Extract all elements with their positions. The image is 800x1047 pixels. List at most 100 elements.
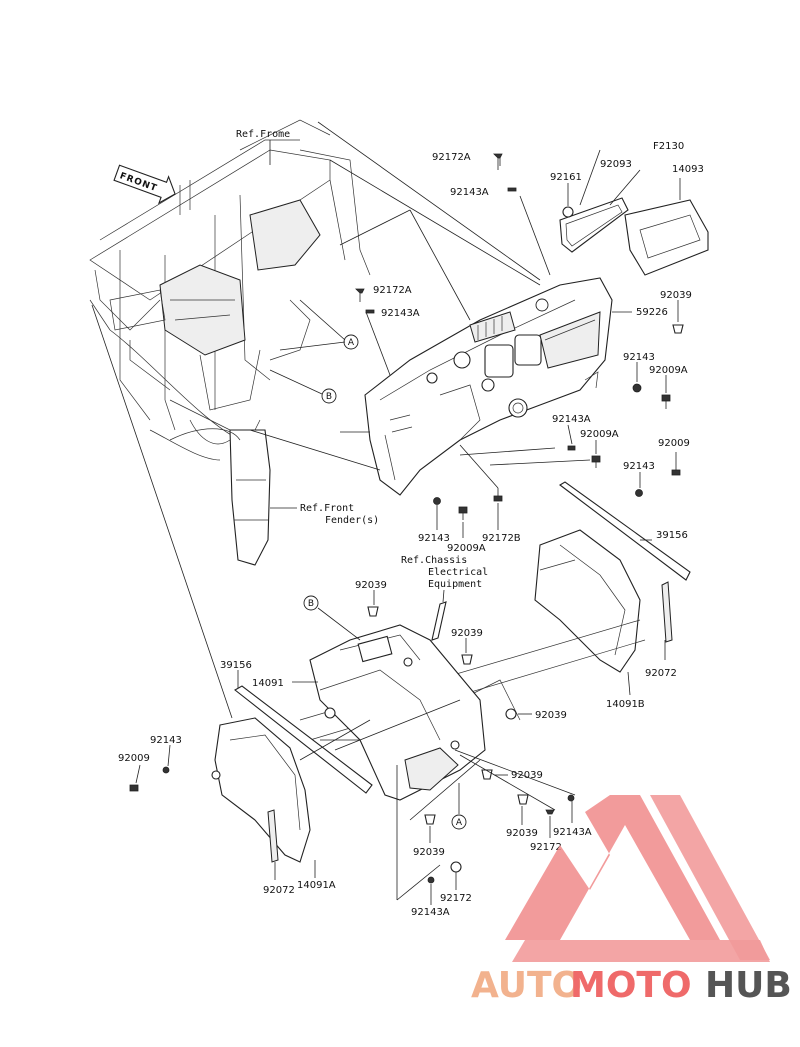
fastener-92172-b (545, 809, 555, 815)
front-fender-illustration (169, 428, 271, 566)
label-59226: 59226 (636, 307, 668, 318)
label-92143-right2: 92143 (623, 461, 655, 472)
bolt-92009-ll (129, 784, 139, 792)
ref-frame-label: Ref.Frome (236, 129, 290, 140)
label-92172-bb: 92172 (440, 893, 472, 904)
label-92039-mid: 92039 (451, 628, 483, 639)
label-92143A-b: 92143A (553, 827, 592, 838)
washer-92143A-mid (365, 309, 375, 314)
label-92009A-center: 92009A (580, 429, 619, 440)
trim-strip-39156-right (559, 481, 691, 581)
washer-92143A-top (507, 187, 517, 192)
glove-box-lid (624, 199, 709, 276)
glove-box-gasket (559, 197, 629, 253)
svg-text:B: B (308, 599, 314, 609)
label-14091B: 14091B (606, 699, 645, 710)
washer-92143-right2 (635, 489, 643, 497)
bracket-92072-right (661, 581, 673, 643)
washer-92143A-b (567, 794, 575, 802)
frame-illustration (89, 119, 371, 461)
label-92143-ll: 92143 (150, 735, 182, 746)
fastener-92172-bb (450, 861, 462, 873)
label-92039-top: 92039 (355, 580, 387, 591)
callout-b-upper (321, 388, 337, 404)
label-14093: 14093 (672, 164, 704, 175)
svg-text:B: B (326, 392, 332, 402)
side-panel-14091B (534, 529, 641, 673)
label-92009A-right: 92009A (649, 365, 688, 376)
bolt-92009A-left (458, 506, 468, 520)
watermark-auto: AUTO (471, 965, 582, 1006)
ref-fender-label-2: Fender(s) (325, 515, 379, 526)
center-panel-14091 (309, 624, 486, 801)
washer-92143A-bb (427, 876, 435, 884)
clip-92039-b2 (517, 794, 529, 805)
leader-lines-upper (249, 121, 681, 538)
clip-92039-mid2 (505, 708, 517, 720)
fastener-92172A-top (493, 153, 503, 170)
ref-chassis-label-2: Electrical (428, 567, 488, 578)
fastener-92172B (493, 488, 503, 502)
diagram-code: F2130 (653, 141, 684, 152)
side-panel-14091A (211, 717, 311, 863)
label-92039-bb: 92039 (413, 847, 445, 858)
fastener-92172A-mid (355, 288, 365, 302)
clip-92039-b (481, 769, 493, 780)
ref-chassis-label-1: Ref.Chassis (401, 555, 467, 566)
label-92039-right: 92039 (660, 290, 692, 301)
grommet-92161 (562, 206, 574, 218)
watermark-hub: HUB (705, 965, 792, 1006)
label-92072-left: 92072 (263, 885, 295, 896)
svg-text:A: A (348, 338, 355, 348)
part-labels: F2130 92172A 92143A 92161 92093 14093 92… (118, 141, 704, 918)
washer-92143-right (632, 383, 642, 393)
watermark-text: AUTO MOTO HUB (471, 965, 792, 1006)
label-92093: 92093 (600, 159, 632, 170)
label-92143A-center: 92143A (552, 414, 591, 425)
dashboard-panel (364, 277, 613, 496)
label-39156-right: 39156 (656, 530, 688, 541)
label-14091: 14091 (252, 678, 284, 689)
washer-92143-ll (162, 766, 170, 774)
label-92172A-top: 92172A (432, 152, 471, 163)
watermark-triangle (505, 795, 720, 940)
clip-92039-mid (461, 654, 473, 665)
clip-92039-bb (424, 814, 436, 825)
label-39156-left: 39156 (220, 660, 252, 671)
label-92143-right: 92143 (623, 352, 655, 363)
svg-text:A: A (456, 818, 463, 828)
bracket-92072-left (267, 809, 279, 863)
ref-fender-label-1: Ref.Front (300, 503, 354, 514)
label-92161: 92161 (550, 172, 582, 183)
clip-92039-right (672, 324, 684, 334)
bolt-92009A-right (661, 394, 671, 409)
clip-92039-top (367, 606, 379, 617)
label-92009-ll: 92009 (118, 753, 150, 764)
label-92143A-top: 92143A (450, 187, 489, 198)
label-92143A-mid: 92143A (381, 308, 420, 319)
label-92039-b2: 92039 (506, 828, 538, 839)
label-92009-right: 92009 (658, 438, 690, 449)
washer-92143A-center (567, 445, 576, 451)
leader-lines-lower (91, 304, 666, 905)
washer-92143-left (433, 497, 441, 505)
watermark-logo (505, 795, 770, 962)
label-92009A-left: 92009A (447, 543, 486, 554)
bolt-92009-right (671, 452, 681, 476)
label-92172B: 92172B (482, 533, 521, 544)
front-arrow: FRONT (113, 164, 176, 205)
label-92039-mid2: 92039 (535, 710, 567, 721)
label-92172A-mid: 92172A (373, 285, 412, 296)
chassis-electrical-bracket (431, 601, 447, 641)
label-92072-right: 92072 (645, 668, 677, 679)
callout-a-lower (451, 814, 467, 830)
ref-chassis-label-3: Equipment (428, 579, 482, 590)
label-92143-left: 92143 (418, 533, 450, 544)
watermark-moto: MOTO (570, 965, 692, 1006)
callout-b-lower (303, 595, 319, 611)
bolt-92009A-center (591, 455, 601, 468)
label-92172-b: 92172 (530, 842, 562, 853)
label-92039-b: 92039 (511, 770, 543, 781)
label-92143A-bb: 92143A (411, 907, 450, 918)
